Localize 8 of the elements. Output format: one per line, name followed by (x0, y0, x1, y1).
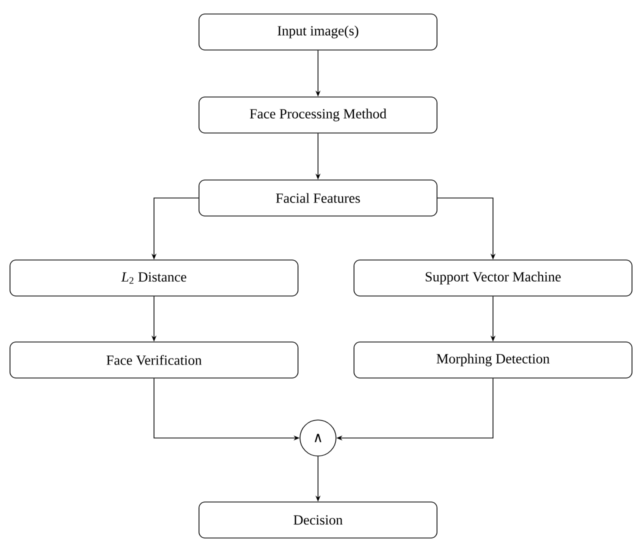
process-box: Decision (198, 502, 438, 538)
process-box: Input image(s) (198, 14, 438, 50)
process-box: Support Vector Machine (354, 260, 632, 296)
process-box: Face Verification (10, 342, 298, 378)
process-box: Facial Features (198, 180, 438, 216)
process-box: L$_{2}$ Distance (10, 260, 298, 296)
process-box: Morphing Detection (354, 342, 632, 378)
process-box: Face Processing Method (198, 96, 438, 134)
